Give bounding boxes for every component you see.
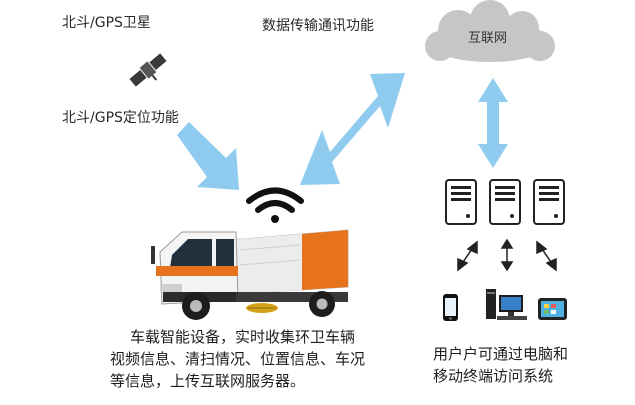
user-description-line: 用户户可通过电脑和 [433, 345, 569, 363]
street-sweeper-truck-icon [151, 229, 349, 320]
arrow-internet-to-servers [478, 78, 508, 168]
arrow-positioning-to-truck [177, 122, 239, 190]
desktop-computer-icon [486, 289, 527, 320]
vehicle-description: 车载智能设备，实时收集环卫车辆 视频信息、清扫情况、位置信息、车况 等信息，上传… [110, 326, 365, 392]
arrow-truck-to-internet [300, 73, 405, 185]
positioning-label: 北斗/GPS定位功能 [62, 110, 179, 126]
vehicle-description-line: 视频信息、清扫情况、位置信息、车况 [110, 350, 366, 368]
phone-icon [443, 294, 458, 321]
wifi-signal-icon [246, 187, 304, 223]
vehicle-description-line: 等信息，上传互联网服务器。 [110, 372, 306, 390]
satellite-label: 北斗/GPS卫星 [62, 15, 151, 31]
server-icon [445, 179, 565, 225]
tablet-icon [538, 298, 567, 320]
transmission-label: 数据传输通讯功能 [262, 18, 374, 34]
satellite-icon [129, 53, 167, 87]
vehicle-description-line: 车载智能设备，实时收集环卫车辆 [130, 328, 356, 346]
user-description-line: 移动终端访问系统 [433, 367, 554, 385]
cloud-icon [425, 0, 555, 62]
cloud-label: 互联网 [468, 31, 508, 46]
user-description: 用户户可通过电脑和 移动终端访问系统 [433, 343, 568, 387]
arrow-servers-to-devices [457, 238, 557, 272]
